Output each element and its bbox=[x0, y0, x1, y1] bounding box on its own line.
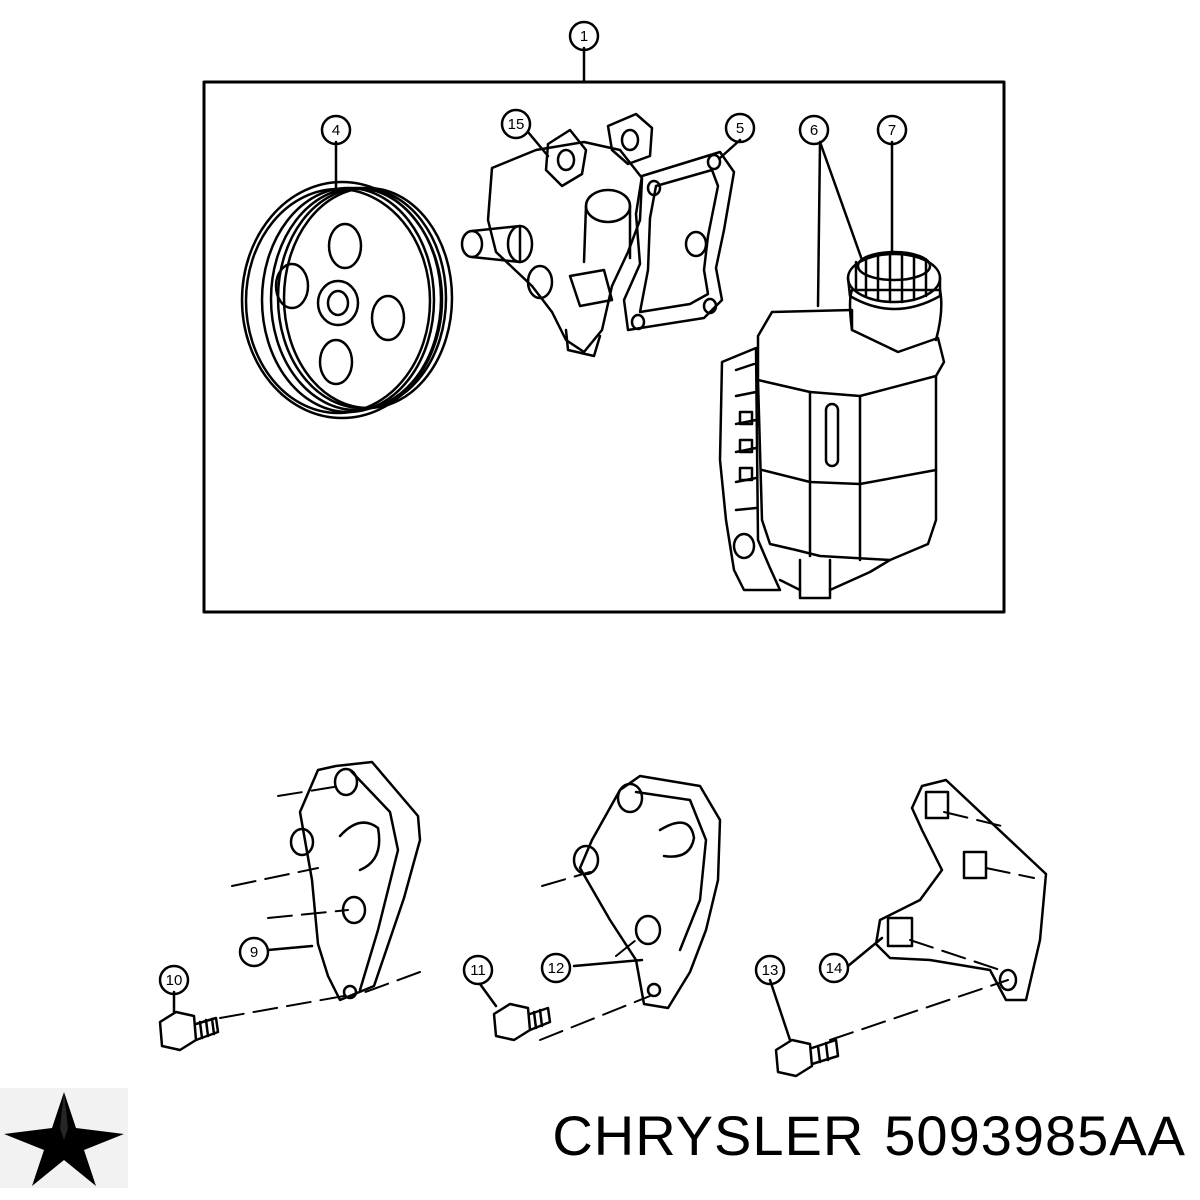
bracket-9 bbox=[289, 760, 422, 1002]
callout-circle-13 bbox=[754, 954, 786, 986]
bracket-12 bbox=[572, 774, 722, 1010]
callout-10: 10 bbox=[166, 972, 183, 989]
assembly-frame bbox=[202, 80, 1006, 614]
callout-circle-11 bbox=[462, 954, 494, 986]
callout-circle-4 bbox=[320, 114, 352, 146]
pentastar-icon bbox=[0, 1088, 128, 1188]
bolt-13 bbox=[774, 1038, 840, 1078]
callout-1: 1 bbox=[580, 28, 588, 45]
callout-15: 15 bbox=[508, 116, 525, 133]
gasket bbox=[622, 150, 736, 332]
callout-13: 13 bbox=[762, 962, 779, 979]
callout-6: 6 bbox=[810, 122, 818, 139]
callout-11: 11 bbox=[470, 962, 486, 979]
callout-circle-15 bbox=[500, 108, 532, 140]
bolt-10 bbox=[158, 1010, 220, 1052]
bolt-11 bbox=[492, 1002, 552, 1042]
callout-9: 9 bbox=[250, 944, 258, 961]
callout-circle-1 bbox=[568, 20, 600, 52]
callout-circle-14 bbox=[818, 952, 850, 984]
reservoir-cap bbox=[846, 250, 942, 311]
bracket-14 bbox=[874, 778, 1048, 1002]
brand-name: CHRYSLER bbox=[552, 1104, 865, 1167]
pump-body bbox=[460, 112, 654, 358]
callout-5: 5 bbox=[736, 120, 744, 137]
callout-circle-7 bbox=[876, 114, 908, 146]
callout-circle-10 bbox=[158, 964, 190, 996]
reservoir bbox=[718, 288, 946, 600]
callout-circle-5 bbox=[724, 112, 756, 144]
callout-12: 12 bbox=[548, 960, 565, 977]
pulley bbox=[240, 180, 454, 420]
callout-circle-12 bbox=[540, 952, 572, 984]
callout-7: 7 bbox=[888, 122, 896, 139]
callout-14: 14 bbox=[826, 960, 843, 977]
callout-circle-9 bbox=[238, 936, 270, 968]
part-number: 5093985AA bbox=[884, 1104, 1186, 1167]
callout-4: 4 bbox=[332, 122, 340, 139]
callout-circle-6 bbox=[798, 114, 830, 146]
